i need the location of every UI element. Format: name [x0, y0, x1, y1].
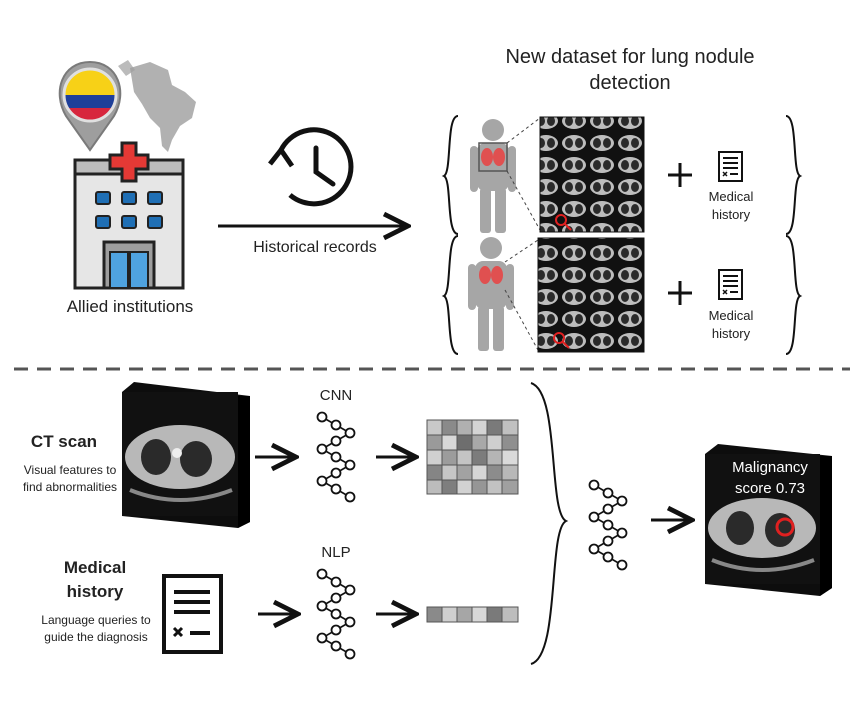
- person-icon: [470, 119, 516, 233]
- nlp-feature-vector: [426, 606, 519, 623]
- location-pin-icon: [58, 60, 122, 152]
- medical-history-description: Language queries to guide the diagnosis: [41, 613, 151, 644]
- document-icon: [162, 574, 223, 654]
- medical-history-title: Medical history: [63, 558, 127, 601]
- americas-map: [118, 60, 196, 152]
- colombia-flag-icon: [64, 69, 116, 121]
- malignancy-score-label: Malignancy score 0.73: [732, 459, 808, 497]
- nlp-label: NLP: [321, 544, 351, 561]
- lungs-icon: [479, 266, 503, 284]
- dataset-braces: [441, 115, 803, 355]
- ct-scan-cube: [122, 382, 250, 528]
- medical-history-label-2: Medical history: [708, 308, 754, 341]
- ct-scan-label: CT scan: [30, 432, 98, 451]
- lungs-icon: [481, 148, 505, 166]
- cnn-label: CNN: [319, 387, 353, 404]
- neural-network-icon: [588, 479, 628, 571]
- document-icon: [718, 269, 743, 300]
- cnn-feature-map: [426, 419, 519, 495]
- patient-record-2: [468, 237, 743, 353]
- neural-network-icon: [316, 411, 356, 503]
- flow-arrows: [255, 457, 692, 614]
- document-icon: [718, 151, 743, 182]
- neural-network-icon: [316, 568, 356, 660]
- institutions-label: Allied institutions: [66, 297, 194, 316]
- output-ct-cube: [705, 444, 832, 596]
- plus-icon: [668, 281, 692, 305]
- dataset-title: New dataset for lung nodule detection: [505, 46, 755, 94]
- merge-brace: [530, 382, 569, 665]
- plus-icon: [668, 163, 692, 187]
- clock-history-icon: [268, 127, 354, 207]
- person-icon: [468, 237, 514, 351]
- historical-records-label: Historical records: [253, 239, 377, 256]
- ct-scan-description: Visual features to find abnormalities: [22, 463, 118, 494]
- hospital-icon: [73, 141, 185, 290]
- medical-history-label-1: Medical history: [708, 189, 754, 222]
- patient-record-1: [470, 116, 743, 233]
